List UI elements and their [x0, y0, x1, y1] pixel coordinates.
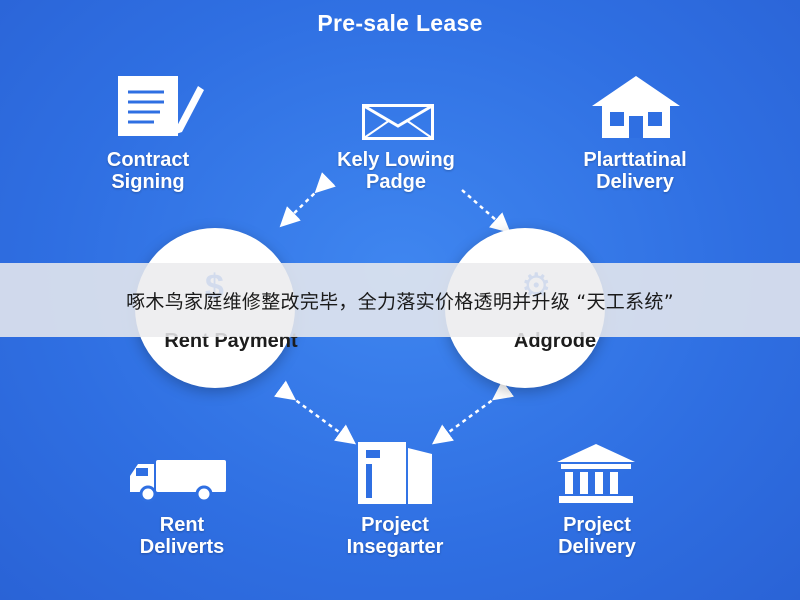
arrow-adgrode-to-insegarter [431, 380, 514, 445]
node-plarttatinal-delivery: Plarttatinal Delivery [535, 149, 735, 193]
overlay-banner-text: 啄木鸟家庭维修整改完毕，全力落实价格透明并升级 “天工系统” [126, 291, 674, 313]
node-bank-line2: Delivery [558, 536, 636, 558]
contract-icon [118, 76, 204, 136]
node-mail-line1: Kely Lowing [337, 149, 455, 171]
building-icon [358, 442, 432, 504]
node-truck-line1: Rent [159, 514, 205, 536]
node-contract-line2: Signing [111, 171, 185, 193]
overlay-banner [0, 263, 800, 337]
node-building-line1: Project [361, 514, 429, 536]
house-icon [592, 76, 680, 138]
arrow-padge-to-adgrode [461, 189, 511, 233]
node-truck-line2: Deliverts [139, 536, 225, 558]
node-project-delivery: Project Delivery [497, 514, 697, 558]
arrow-padge-to-rent-payment [279, 172, 336, 228]
node-house-line2: Delivery [596, 171, 674, 193]
node-building-line2: Insegarter [346, 536, 444, 558]
node-contract-line1: Contract [106, 149, 190, 171]
node-project-insegarter: Project Insegarter [295, 514, 495, 558]
arrow-rent-payment-to-insegarter [274, 380, 357, 445]
node-rent-deliverts: Rent Deliverts [82, 514, 282, 558]
node-mail-line2: Padge [365, 171, 427, 193]
node-bank-line1: Project [563, 514, 631, 536]
node-kely-lowing-padge: Kely Lowing Padge [296, 149, 496, 193]
diagram-title: Pre-sale Lease [317, 10, 483, 36]
truck-icon [130, 460, 226, 502]
envelope-icon [362, 104, 434, 140]
node-contract-signing: Contract Signing [48, 149, 248, 193]
bank-icon [557, 444, 635, 503]
node-house-line1: Plarttatinal [583, 149, 687, 171]
